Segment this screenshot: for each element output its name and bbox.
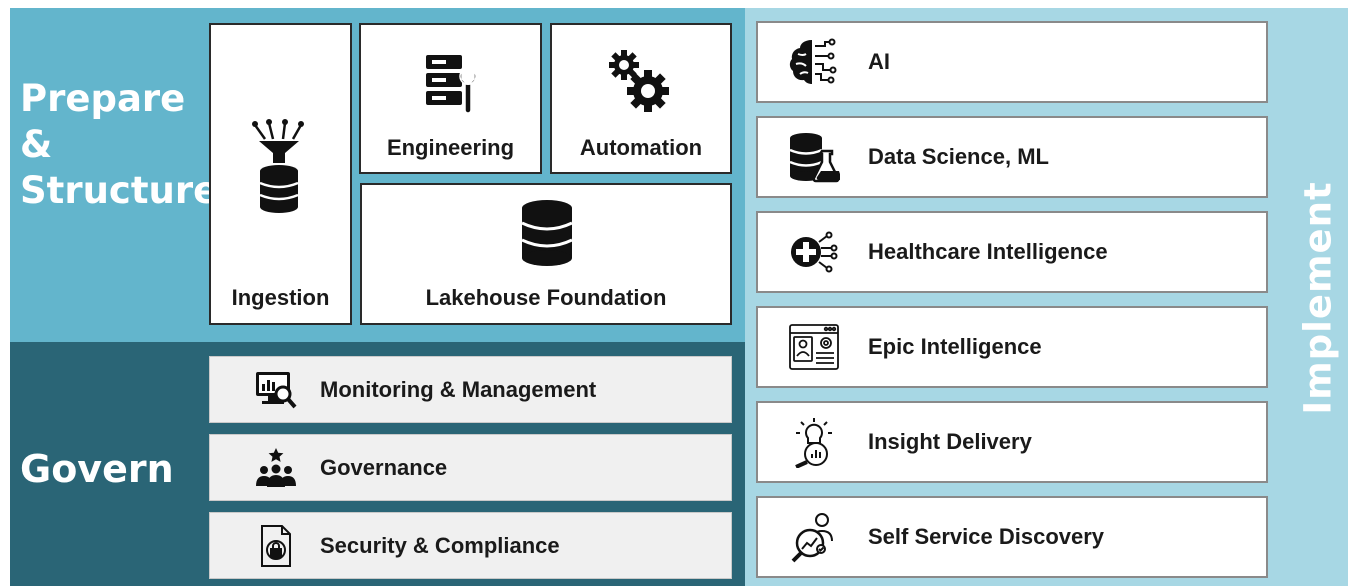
ai-card: AI xyxy=(756,21,1268,103)
automation-box: Automation xyxy=(550,23,732,174)
medical-cross-circuit-icon xyxy=(791,231,838,273)
person-chart-magnifier-icon xyxy=(791,513,833,563)
governance-label: Governance xyxy=(320,454,448,480)
database-icon xyxy=(521,200,573,266)
lightbulb-chart-icon xyxy=(795,418,832,468)
prepare-structure-label: Prepare & Structure xyxy=(20,77,219,212)
database-flask-icon xyxy=(789,133,840,183)
brain-circuit-icon xyxy=(789,38,837,84)
governance-row: Governance xyxy=(209,434,732,501)
epic-intelligence-label: Epic Intelligence xyxy=(868,334,1042,359)
self-service-discovery-label: Self Service Discovery xyxy=(868,524,1105,549)
server-wrench-icon xyxy=(426,55,477,113)
browser-profile-icon xyxy=(789,324,839,370)
implement-panel xyxy=(745,8,1348,586)
security-compliance-row: Security & Compliance xyxy=(209,512,732,579)
engineering-box: Engineering xyxy=(359,23,542,174)
epic-intelligence-card: Epic Intelligence xyxy=(756,306,1268,388)
security-compliance-label: Security & Compliance xyxy=(320,532,560,558)
people-star-icon xyxy=(256,447,296,487)
data-science-ml-card: Data Science, ML xyxy=(756,116,1268,198)
monitoring-management-label: Monitoring & Management xyxy=(320,376,597,402)
automation-label: Automation xyxy=(579,135,703,160)
gears-icon xyxy=(609,50,669,112)
govern-label: Govern xyxy=(20,447,174,491)
monitor-magnifier-icon xyxy=(256,371,297,408)
healthcare-intelligence-label: Healthcare Intelligence xyxy=(868,239,1108,264)
document-lock-icon xyxy=(261,524,291,567)
data-science-ml-label: Data Science, ML xyxy=(868,144,1049,169)
healthcare-intelligence-card: Healthcare Intelligence xyxy=(756,211,1268,293)
monitoring-management-row: Monitoring & Management xyxy=(209,356,732,423)
lakehouse-foundation-label: Lakehouse Foundation xyxy=(425,285,667,310)
ingestion-label: Ingestion xyxy=(231,285,330,310)
ai-label: AI xyxy=(868,49,890,74)
funnel-database-icon xyxy=(252,119,304,213)
lakehouse-foundation-box: Lakehouse Foundation xyxy=(360,183,732,325)
ingestion-box: Ingestion xyxy=(209,23,352,325)
self-service-discovery-card: Self Service Discovery xyxy=(756,496,1268,578)
insight-delivery-card: Insight Delivery xyxy=(756,401,1268,483)
insight-delivery-label: Insight Delivery xyxy=(868,429,1032,454)
implement-label: Implement xyxy=(1296,181,1340,415)
engineering-label: Engineering xyxy=(386,135,515,160)
